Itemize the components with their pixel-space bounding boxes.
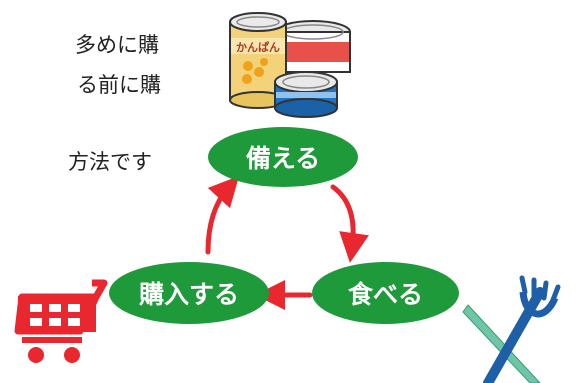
node-eat: 食べる: [312, 262, 459, 324]
can-label: かんぱん: [236, 40, 280, 54]
text-fragment-line-1: 多めに購: [75, 33, 159, 57]
fork-knife-icon: [462, 275, 561, 383]
canned-food-icon: かんぱん: [229, 12, 351, 118]
arrow-buy-to-prepare: [205, 175, 240, 255]
text-fragment-line-3: 方法です: [68, 150, 152, 174]
node-buy: 購入する: [109, 262, 269, 324]
arrow-prepare-to-eat: [330, 184, 369, 263]
node-prepare: 備える: [208, 127, 358, 187]
text-fragment-line-2: る前に購: [77, 73, 161, 97]
shopping-cart-icon: [14, 279, 108, 363]
